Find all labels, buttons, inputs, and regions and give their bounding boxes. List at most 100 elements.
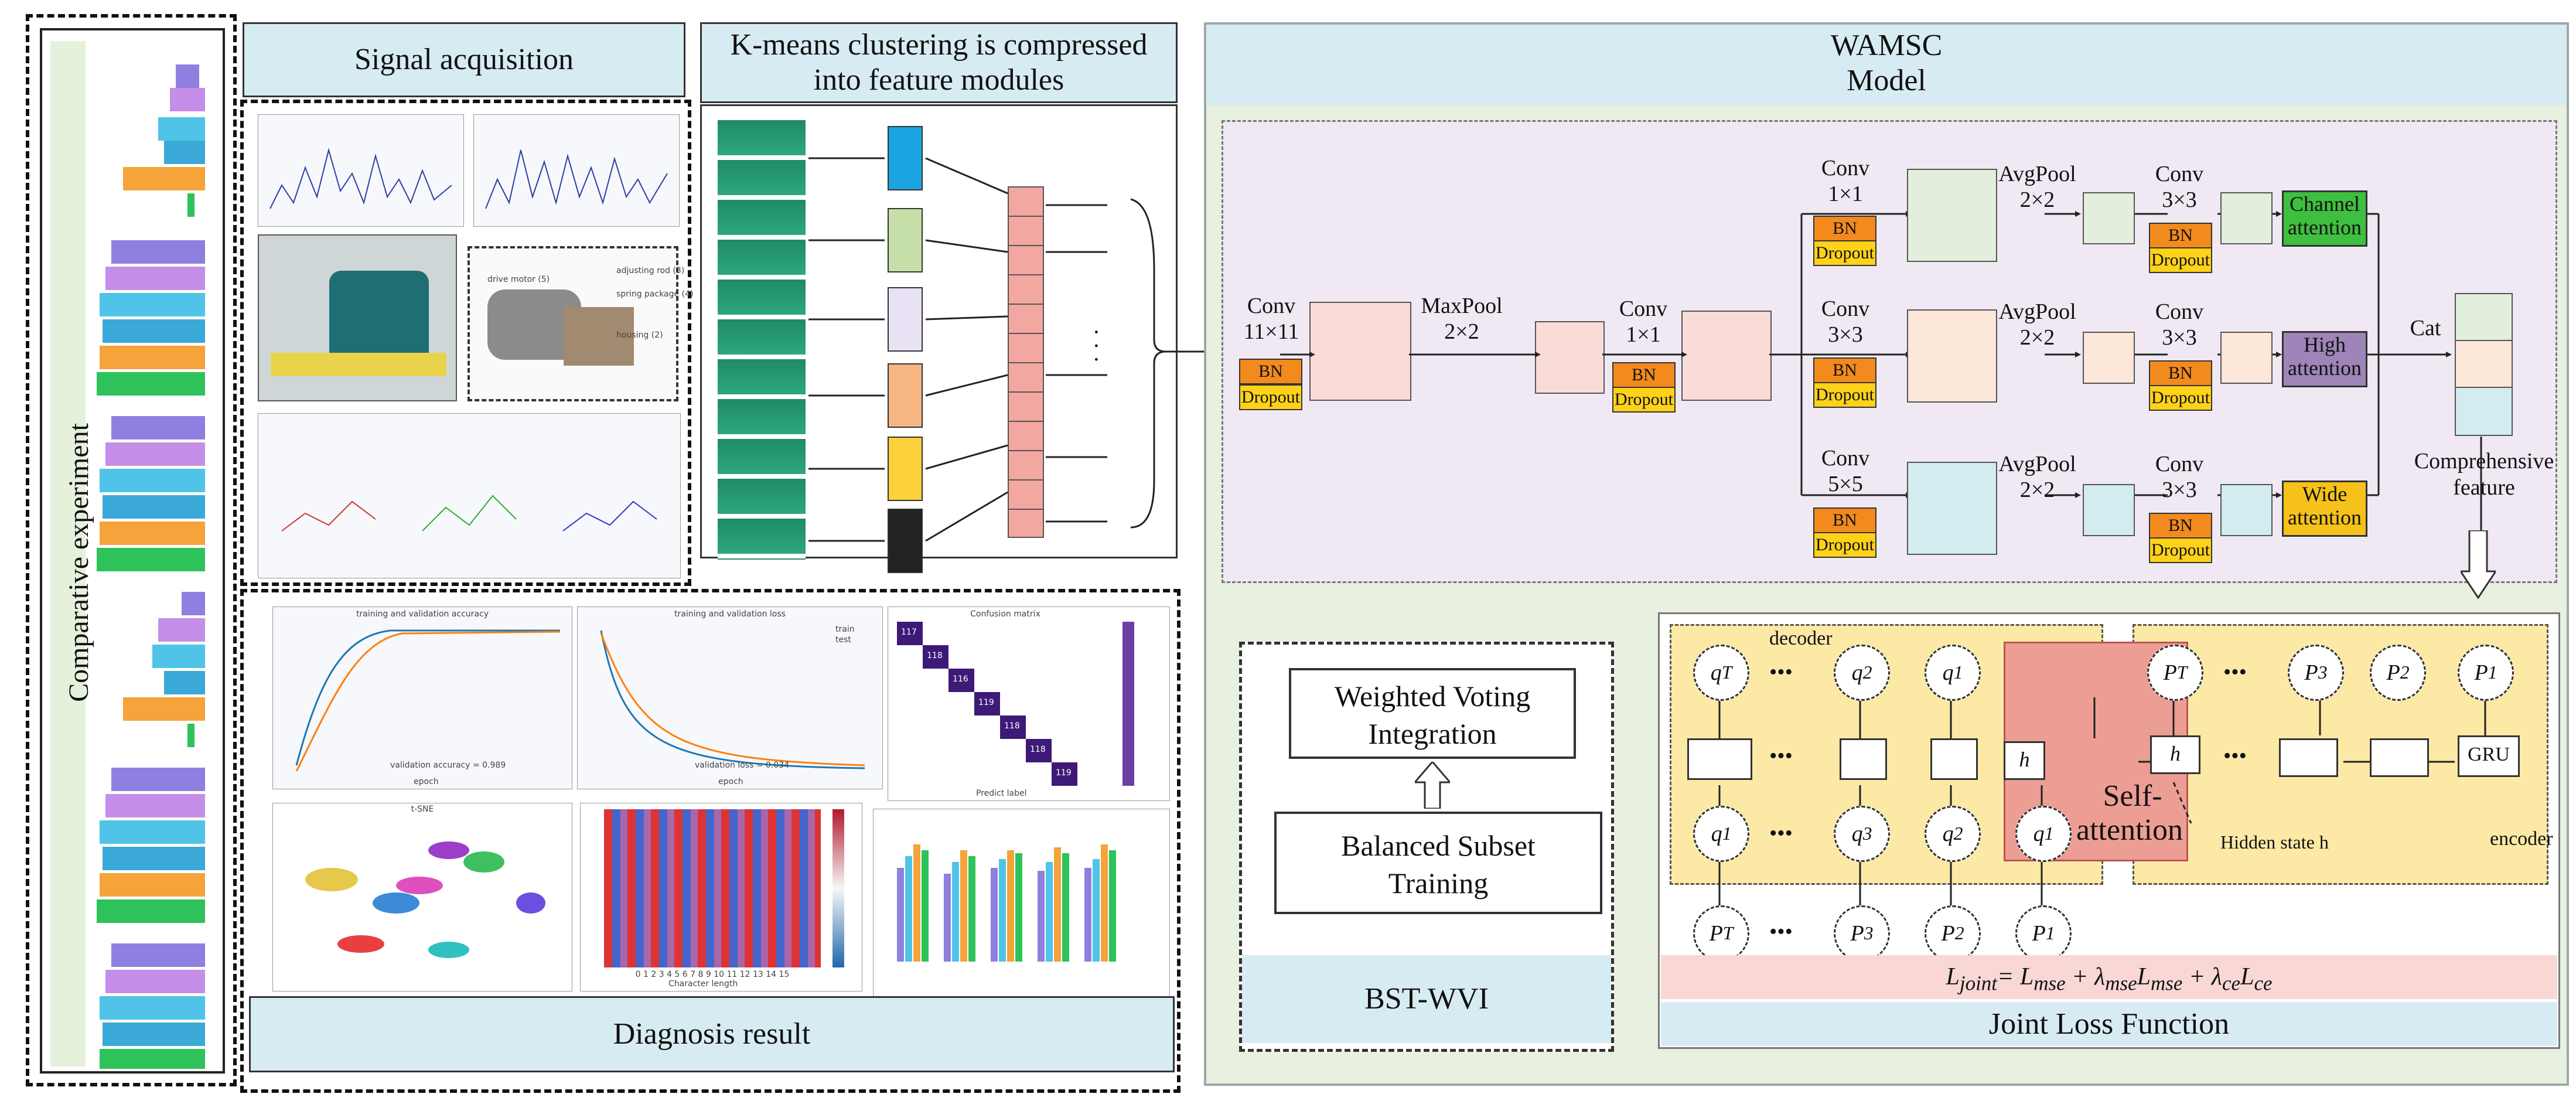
branch1-map bbox=[1907, 169, 1997, 262]
enc-P-1-sym: P bbox=[2474, 660, 2488, 685]
f-joint: joint bbox=[1959, 972, 1998, 995]
bar bbox=[123, 697, 205, 721]
enc-P-2-sym: P bbox=[2386, 660, 2400, 685]
cm-value: 119 bbox=[978, 698, 994, 707]
accuracy-title: training and validation accuracy bbox=[356, 609, 489, 619]
accuracy-chart bbox=[295, 629, 561, 772]
branch2-conv2-kernel: 3×3 bbox=[2162, 325, 2197, 350]
bn-badge: BN bbox=[1239, 359, 1302, 384]
waterfall-chart bbox=[281, 495, 657, 531]
bar bbox=[103, 319, 205, 343]
bn-badge: BN bbox=[2149, 223, 2212, 248]
accuracy-plot: training and validation accuracy validat… bbox=[272, 606, 572, 789]
kmeans-title-band: K-means clustering is compressed into fe… bbox=[700, 22, 1178, 103]
cm-value: 118 bbox=[927, 651, 943, 660]
dropout-badge: Dropout bbox=[1813, 240, 1876, 266]
motor-shape bbox=[329, 271, 429, 364]
dropout-badge: Dropout bbox=[1239, 384, 1302, 410]
ellipsis-5: ••• bbox=[2223, 660, 2247, 684]
conv1-kernel: 11×11 bbox=[1243, 319, 1299, 344]
P-2-sym: P bbox=[1941, 921, 1955, 946]
q-3-mid-sub: 3 bbox=[1862, 823, 1872, 844]
conv2-label: Conv bbox=[1619, 297, 1668, 321]
f-ce: ce bbox=[2222, 972, 2241, 995]
enc-P-T-sub: T bbox=[2176, 662, 2188, 683]
kmeans-connectors bbox=[808, 157, 1219, 542]
bar bbox=[123, 167, 205, 190]
bar bbox=[182, 592, 205, 615]
waterfall-line bbox=[562, 500, 657, 531]
cm-title: Confusion matrix bbox=[970, 609, 1040, 619]
bar-group-3 bbox=[97, 416, 205, 571]
branch3-conv-label: Conv bbox=[1821, 446, 1870, 471]
bar-cluster bbox=[1038, 847, 1069, 962]
kmeans-block-3 bbox=[888, 287, 923, 352]
tsne-cluster bbox=[396, 877, 443, 894]
wamsc-title-2: Model bbox=[1847, 64, 1926, 97]
enc-P-1-sub: 1 bbox=[2488, 662, 2497, 683]
q-2-mid-sym: q bbox=[1942, 822, 1954, 846]
branch1-out-map bbox=[2220, 192, 2273, 244]
gru-cell: GRU bbox=[2458, 735, 2520, 777]
schematic-box bbox=[564, 307, 634, 366]
accuracy-test-line bbox=[295, 631, 561, 772]
bar-group-4 bbox=[123, 592, 205, 747]
bar bbox=[1084, 868, 1091, 962]
branch2-conv-kernel: 3×3 bbox=[1828, 322, 1863, 347]
bar bbox=[952, 862, 959, 962]
signal-title-band: Signal acquisition bbox=[243, 22, 685, 97]
enc-P-2-sub: 2 bbox=[2400, 662, 2410, 683]
decoder-state-3 bbox=[1930, 738, 1978, 780]
test-rig-photo bbox=[258, 234, 457, 401]
bar bbox=[103, 495, 205, 519]
signal-content-frame bbox=[240, 100, 691, 586]
branch2-out-map bbox=[2220, 332, 2273, 384]
spectrum-plot-2 bbox=[473, 114, 680, 227]
comparative-bar-chart bbox=[97, 64, 205, 1069]
balanced-subset-2: Training bbox=[1388, 867, 1489, 899]
rig-label-spring: spring package (4) bbox=[616, 289, 694, 299]
bar bbox=[100, 820, 205, 844]
f-eq: = L bbox=[1997, 963, 2034, 990]
cm-diagonal-cell bbox=[974, 692, 1000, 715]
hidden-state-label: Hidden state h bbox=[2220, 832, 2329, 853]
maxpool-kernel: 2×2 bbox=[1444, 319, 1479, 344]
bar bbox=[922, 850, 929, 962]
bar bbox=[100, 469, 205, 492]
f-ce2: ce bbox=[2254, 972, 2273, 995]
loss-title: training and validation loss bbox=[674, 609, 786, 619]
weighted-voting-2: Integration bbox=[1368, 717, 1497, 750]
wamsc-title-band: WAMSC Model bbox=[1207, 25, 2566, 105]
weighted-voting-box: Weighted Voting Integration bbox=[1289, 668, 1576, 759]
spectrum-plot-1 bbox=[258, 114, 464, 227]
dropout-badge: Dropout bbox=[2149, 247, 2212, 273]
ellipsis-2: ••• bbox=[1769, 744, 1793, 768]
branch3-pool-label: AvgPool bbox=[1998, 452, 2076, 476]
P-1-sym: P bbox=[2032, 921, 2046, 946]
bar bbox=[999, 859, 1006, 962]
dropout-badge: Dropout bbox=[1612, 387, 1676, 413]
bar bbox=[1007, 850, 1014, 962]
comparative-panel: Comparative experiment bbox=[26, 14, 237, 1086]
bar bbox=[97, 548, 205, 571]
bar bbox=[105, 794, 205, 817]
concat-block-peach bbox=[2455, 340, 2513, 389]
bar bbox=[1062, 853, 1069, 962]
bar bbox=[1109, 850, 1116, 962]
concat-block-green bbox=[2455, 293, 2513, 342]
kmeans-title: K-means clustering is compressed into fe… bbox=[730, 28, 1148, 97]
confusion-matrix: Confusion matrix 117 118 116 119 118 118… bbox=[888, 606, 1170, 801]
bst-title: BST-WVI bbox=[1364, 982, 1489, 1016]
bar bbox=[913, 844, 920, 962]
bar bbox=[152, 645, 205, 668]
q-3-mid-sym: q bbox=[1851, 822, 1863, 846]
loss-test-line bbox=[600, 633, 865, 766]
bar bbox=[111, 416, 205, 439]
conv1-label: Conv bbox=[1247, 294, 1296, 318]
bar bbox=[960, 850, 967, 962]
